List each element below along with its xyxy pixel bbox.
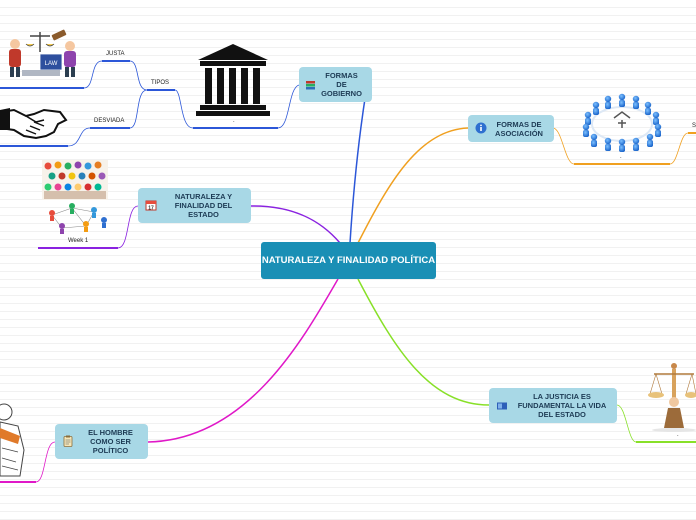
branch-hombre [147, 278, 339, 443]
topic-hombre-label: EL HOMBRE COMO SER POLÍTICO [88, 428, 133, 455]
clipboard-icon [62, 435, 74, 447]
subtopic-desviada[interactable]: DESVIADA [94, 118, 125, 124]
topic-formas-gobierno-label: FORMAS DE GOBIERNO [321, 71, 362, 98]
government-building-image[interactable] [196, 44, 270, 116]
calendar-icon: 17 [145, 199, 157, 211]
connector-asociacion-edge [669, 132, 689, 165]
topic-asociacion-label: FORMAS DE ASOCIACIÓN [495, 119, 543, 138]
info-icon [475, 122, 487, 134]
law-sign-text: LAW [45, 61, 58, 67]
books-icon [304, 79, 316, 91]
connector-asociacion-dot [552, 127, 575, 165]
connector-justa-image [83, 60, 103, 89]
svg-text:17: 17 [148, 205, 154, 211]
subtopic-gobierno-dot[interactable]: . [233, 118, 235, 124]
subtopic-week[interactable]: Week 1 [68, 238, 89, 244]
subtopic-justicia-dot[interactable]: . [677, 432, 679, 438]
connector-justicia-dot [616, 404, 637, 443]
connector-desviada-image [67, 127, 91, 147]
topic-formas-gobierno[interactable]: FORMAS DE GOBIERNO [299, 67, 372, 102]
branch-naturaleza [249, 205, 341, 244]
topic-naturaleza[interactable]: 17 NATURALEZA Y FINALIDAD DEL ESTADO [138, 188, 251, 223]
people-network-image[interactable] [42, 160, 112, 238]
connector-desviada [129, 89, 148, 129]
connector-week [117, 205, 139, 249]
topic-justicia-label: LA JUSTICIA ES FUNDAMENTAL LA VIDA DEL E… [517, 392, 607, 419]
connector-gobierno-dot [277, 84, 300, 129]
justice-scales-image[interactable] [638, 360, 696, 432]
subtopic-asociacion-dot[interactable]: . [620, 154, 622, 160]
topic-asociacion[interactable]: FORMAS DE ASOCIACIÓN [468, 115, 554, 142]
central-topic-label: NATURALEZA Y FINALIDAD POLÍTICA [261, 255, 436, 266]
connector-tipos [174, 89, 194, 129]
book-icon [496, 400, 508, 412]
connector-justa [129, 60, 148, 91]
branch-justicia [357, 278, 490, 406]
central-topic[interactable]: NATURALEZA Y FINALIDAD POLÍTICA [261, 242, 436, 279]
handshake-image[interactable] [0, 100, 68, 142]
topic-justicia[interactable]: LA JUSTICIA ES FUNDAMENTAL LA VIDA DEL E… [489, 388, 617, 423]
political-man-image[interactable] [0, 400, 28, 478]
subtopic-edge-s[interactable]: S [692, 123, 696, 129]
topic-naturaleza-label: NATURALEZA Y FINALIDAD DEL ESTADO [174, 192, 233, 219]
people-circle-image[interactable] [578, 90, 666, 152]
branch-gobierno [349, 91, 367, 244]
topic-hombre[interactable]: EL HOMBRE COMO SER POLÍTICO [55, 424, 148, 459]
branch-asociacion [357, 127, 469, 244]
subtopic-tipos[interactable]: TIPOS [151, 80, 170, 86]
connector-hombre-image [35, 441, 56, 483]
subtopic-justa[interactable]: JUSTA [106, 51, 125, 57]
justice-law-image[interactable]: LAW [0, 26, 82, 78]
